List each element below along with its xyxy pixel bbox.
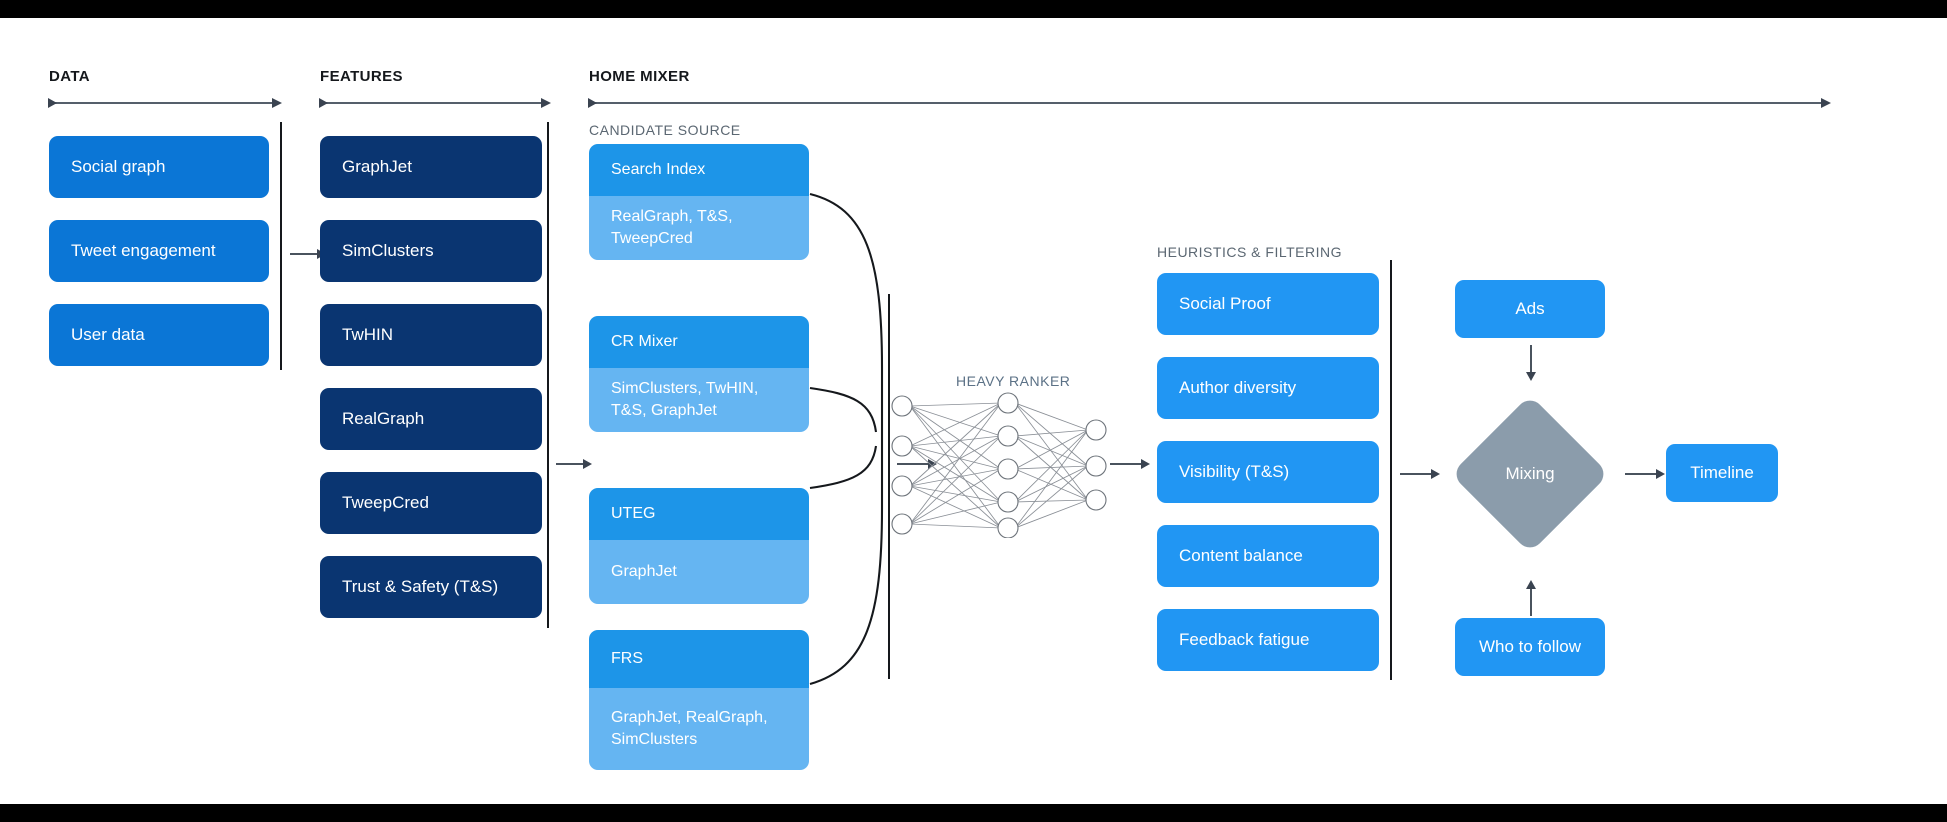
heavy-ranker-network	[891, 392, 1107, 538]
heuristic-box-author-diversity[interactable]: Author diversity	[1157, 357, 1379, 419]
feature-box-tweepcred[interactable]: TweepCred	[320, 472, 542, 534]
candidate-card-detail: SimClusters, TwHIN, T&S, GraphJet	[589, 368, 809, 432]
feature-box-label: GraphJet	[342, 157, 412, 176]
output-box-label: Who to follow	[1478, 637, 1582, 656]
heuristic-box-visibility[interactable]: Visibility (T&S)	[1157, 441, 1379, 503]
arrow-ads-to-mixing	[1526, 345, 1535, 381]
feature-box-twhin[interactable]: TwHIN	[320, 304, 542, 366]
feature-box-label: TwHIN	[342, 325, 393, 344]
arrow-candidates-to-ranker	[897, 459, 937, 468]
candidate-card-frs[interactable]: FRS GraphJet, RealGraph, SimClusters	[589, 630, 809, 770]
arrow-features-to-candidates	[556, 459, 592, 468]
stage-label-features: FEATURES	[320, 68, 403, 85]
heuristic-box-feedback-fatigue[interactable]: Feedback fatigue	[1157, 609, 1379, 671]
arrow-heuristics-to-mixing	[1400, 469, 1440, 478]
feature-box-simclusters[interactable]: SimClusters	[320, 220, 542, 282]
feature-box-label: SimClusters	[342, 241, 434, 260]
feature-box-label: Trust & Safety (T&S)	[342, 577, 499, 596]
candidate-card-uteg[interactable]: UTEG GraphJet	[589, 488, 809, 604]
stage-label-data: DATA	[49, 68, 91, 85]
feature-box-label: RealGraph	[342, 409, 425, 428]
candidate-card-detail: GraphJet	[589, 540, 809, 604]
data-box-tweet-engagement[interactable]: Tweet engagement	[49, 220, 269, 282]
arrow-mixing-to-timeline	[1625, 469, 1665, 478]
data-box-social-graph[interactable]: Social graph	[49, 136, 269, 198]
output-box-label: Timeline	[1690, 463, 1754, 482]
stage-axis-data	[48, 97, 282, 108]
candidate-card-title: CR Mixer	[589, 316, 809, 368]
feature-box-realgraph[interactable]: RealGraph	[320, 388, 542, 450]
section-label-candidate-source: CANDIDATE SOURCE	[589, 122, 741, 138]
candidate-card-cr-mixer[interactable]: CR Mixer SimClusters, TwHIN, T&S, GraphJ…	[589, 316, 809, 432]
heuristic-box-label: Author diversity	[1179, 378, 1297, 397]
candidate-card-title: UTEG	[589, 488, 809, 540]
candidates-brace	[809, 192, 884, 686]
arrow-who-to-follow-to-mixing	[1526, 580, 1535, 616]
output-box-ads[interactable]: Ads	[1455, 280, 1605, 338]
data-box-user-data[interactable]: User data	[49, 304, 269, 366]
section-label-heuristics: HEURISTICS & FILTERING	[1157, 244, 1342, 260]
stage-axis-features	[319, 97, 551, 108]
section-label-heavy-ranker: HEAVY RANKER	[956, 373, 1071, 389]
divider-heuristics-mixing	[1390, 260, 1392, 680]
candidate-card-title: FRS	[589, 630, 809, 688]
heuristic-box-label: Visibility (T&S)	[1179, 462, 1290, 481]
heuristic-box-label: Social Proof	[1179, 294, 1271, 313]
stage-axis-home-mixer	[588, 97, 1831, 108]
feature-box-trust-safety[interactable]: Trust & Safety (T&S)	[320, 556, 542, 618]
feature-box-label: TweepCred	[342, 493, 429, 512]
arrow-ranker-to-heuristics	[1110, 459, 1150, 468]
output-box-label: Ads	[1515, 299, 1545, 318]
candidate-card-title: Search Index	[589, 144, 809, 196]
mixing-label: Mixing	[1505, 464, 1555, 483]
output-box-who-to-follow[interactable]: Who to follow	[1455, 618, 1605, 676]
output-box-timeline[interactable]: Timeline	[1666, 444, 1778, 502]
feature-box-graphjet[interactable]: GraphJet	[320, 136, 542, 198]
data-box-label: User data	[71, 325, 145, 344]
candidate-card-detail: GraphJet, RealGraph, SimClusters	[589, 688, 809, 770]
divider-data-features	[280, 122, 282, 370]
diagram-surface: DATA FEATURES HOME MIXER CANDIDATE SOURC…	[0, 18, 1947, 804]
heuristic-box-label: Content balance	[1179, 546, 1303, 565]
candidate-card-search-index[interactable]: Search Index RealGraph, T&S, TweepCred	[589, 144, 809, 260]
divider-features-mixer	[547, 122, 549, 628]
arrow-data-to-features	[290, 249, 326, 258]
heuristic-box-content-balance[interactable]: Content balance	[1157, 525, 1379, 587]
data-box-label: Tweet engagement	[71, 241, 216, 260]
stage-label-home-mixer: HOME MIXER	[589, 68, 690, 85]
candidate-card-detail: RealGraph, T&S, TweepCred	[589, 196, 809, 260]
divider-candidates-ranker	[888, 294, 890, 679]
heuristic-box-label: Feedback fatigue	[1179, 630, 1310, 649]
data-box-label: Social graph	[71, 157, 166, 176]
heuristic-box-social-proof[interactable]: Social Proof	[1157, 273, 1379, 335]
